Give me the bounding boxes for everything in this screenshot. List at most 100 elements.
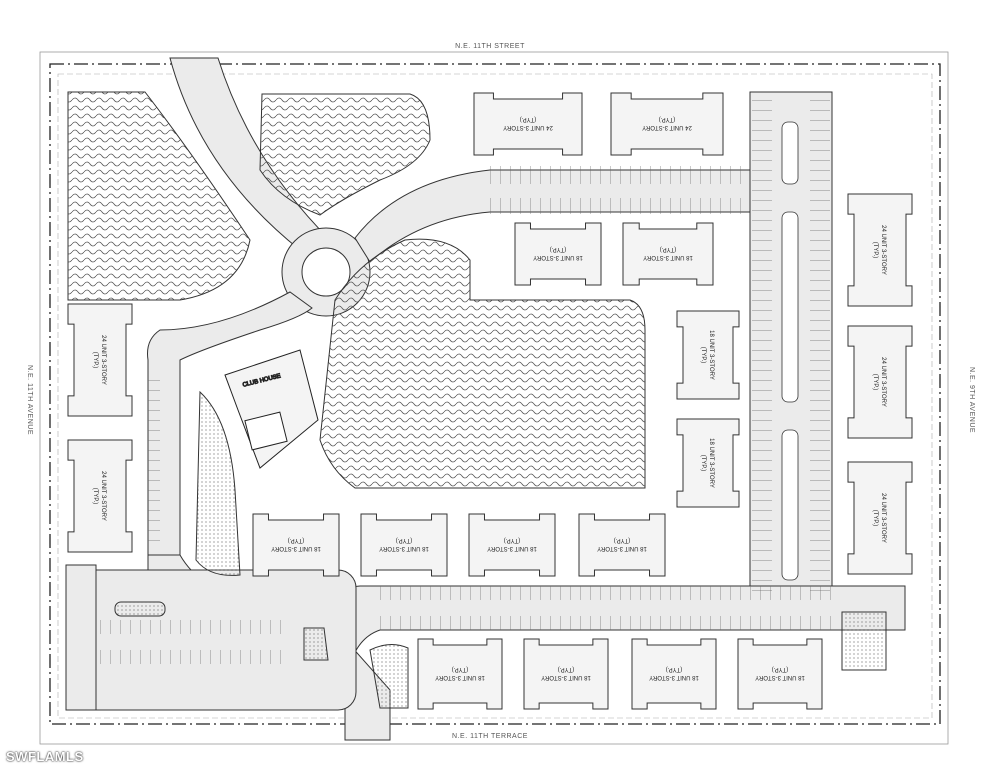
clubhouse: CLUB HOUSE bbox=[224, 349, 319, 469]
property-line-outer bbox=[39, 51, 949, 745]
building-type-label: (TYP.) bbox=[520, 116, 537, 122]
building-footprint bbox=[676, 418, 740, 508]
west-spine bbox=[65, 564, 97, 711]
building-label: 18 UNIT 3-STORY bbox=[271, 545, 321, 551]
green-north bbox=[259, 93, 431, 216]
building-6: 18 UNIT 3-STORY(TYP.) bbox=[676, 418, 740, 508]
building-footprint bbox=[610, 92, 724, 156]
building-19: 18 UNIT 3-STORY (TYP.) bbox=[737, 638, 823, 710]
building-label: 18 UNIT 3-STORY bbox=[379, 545, 429, 551]
building-type-label: (TYP.) bbox=[452, 666, 469, 672]
building-label: 18 UNIT 3-STORY bbox=[708, 330, 714, 380]
dotted-south-a bbox=[303, 627, 329, 661]
building-label: 18 UNIT 3-STORY bbox=[541, 674, 591, 680]
street-label-south: N.E. 11TH TERRACE bbox=[452, 733, 528, 740]
building-18: 18 UNIT 3-STORY (TYP.) bbox=[631, 638, 717, 710]
building-11: 24 UNIT 3-STORY(TYP.) bbox=[847, 461, 913, 575]
building-10: 24 UNIT 3-STORY(TYP.) bbox=[847, 325, 913, 439]
building-type-label: (TYP.) bbox=[700, 455, 706, 472]
building-5: 18 UNIT 3-STORY(TYP.) bbox=[676, 310, 740, 400]
building-type-label: (TYP.) bbox=[504, 537, 521, 543]
building-label: 24 UNIT 3-STORY bbox=[503, 124, 553, 130]
building-footprint bbox=[676, 310, 740, 400]
building-footprint bbox=[417, 638, 503, 710]
building-footprint bbox=[523, 638, 609, 710]
stalls-sw-a bbox=[100, 620, 290, 634]
building-type-label: (TYP.) bbox=[614, 537, 631, 543]
building-label: 18 UNIT 3-STORY bbox=[435, 674, 485, 680]
building-footprint bbox=[67, 303, 133, 417]
median-3 bbox=[781, 429, 799, 581]
clubhouse-building bbox=[224, 349, 319, 469]
building-17: 18 UNIT 3-STORY (TYP.) bbox=[523, 638, 609, 710]
building-2: 24 UNIT 3-STORY (TYP.) bbox=[610, 92, 724, 156]
building-footprint bbox=[514, 222, 602, 286]
building-15: 18 UNIT 3-STORY (TYP.) bbox=[578, 513, 666, 577]
building-label: 18 UNIT 3-STORY bbox=[649, 674, 699, 680]
building-type-label: (TYP.) bbox=[659, 116, 676, 122]
building-type-label: (TYP.) bbox=[666, 666, 683, 672]
green-northwest bbox=[67, 91, 251, 301]
building-footprint bbox=[847, 193, 913, 307]
building-footprint bbox=[252, 513, 340, 577]
building-type-label: (TYP.) bbox=[396, 537, 413, 543]
building-footprint bbox=[67, 439, 133, 553]
stalls-south-a bbox=[380, 586, 840, 600]
building-type-label: (TYP.) bbox=[558, 666, 575, 672]
building-type-label: (TYP.) bbox=[872, 510, 878, 527]
building-label: 24 UNIT 3-STORY bbox=[100, 335, 106, 385]
building-type-label: (TYP.) bbox=[700, 347, 706, 364]
building-type-label: (TYP.) bbox=[660, 246, 677, 252]
building-footprint bbox=[622, 222, 714, 286]
roundabout-island bbox=[301, 247, 351, 297]
building-type-label: (TYP.) bbox=[288, 537, 305, 543]
building-label: 18 UNIT 3-STORY bbox=[597, 545, 647, 551]
building-label: 24 UNIT 3-STORY bbox=[100, 471, 106, 521]
building-footprint bbox=[847, 325, 913, 439]
building-footprint bbox=[578, 513, 666, 577]
buildings: 24 UNIT 3-STORY(TYP.)24 UNIT 3-STORY(TYP… bbox=[67, 92, 913, 710]
building-7: 24 UNIT 3-STORY(TYP.) bbox=[67, 303, 133, 417]
building-8: 24 UNIT 3-STORY(TYP.) bbox=[67, 439, 133, 553]
dotted-west bbox=[195, 390, 241, 576]
east-medians bbox=[781, 121, 799, 581]
building-9: 24 UNIT 3-STORY(TYP.) bbox=[847, 193, 913, 307]
building-16: 18 UNIT 3-STORY (TYP.) bbox=[417, 638, 503, 710]
building-footprint bbox=[473, 92, 583, 156]
building-label: 24 UNIT 3-STORY bbox=[642, 124, 692, 130]
building-3: 18 UNIT 3-STORY(TYP.) bbox=[514, 222, 602, 286]
stalls-east-b bbox=[810, 100, 830, 600]
building-type-label: (TYP.) bbox=[92, 488, 98, 505]
building-label: 18 UNIT 3-STORY bbox=[755, 674, 805, 680]
building-type-label: (TYP.) bbox=[92, 352, 98, 369]
building-type-label: (TYP.) bbox=[872, 242, 878, 259]
building-4: 18 UNIT 3-STORY(TYP.) bbox=[622, 222, 714, 286]
stalls-south-b bbox=[380, 616, 840, 630]
watermark: SWFLAMLS bbox=[6, 749, 84, 764]
building-label: 18 UNIT 3-STORY bbox=[533, 254, 583, 260]
building-type-label: (TYP.) bbox=[772, 666, 789, 672]
building-label: 24 UNIT 3-STORY bbox=[880, 357, 886, 407]
building-14: 18 UNIT 3-STORY (TYP.) bbox=[468, 513, 556, 577]
median-1 bbox=[781, 121, 799, 185]
building-label: 24 UNIT 3-STORY bbox=[880, 225, 886, 275]
street-label-north: N.E. 11TH STREET bbox=[455, 43, 525, 50]
stalls-north-row bbox=[490, 166, 750, 184]
street-label-east: N.E. 9TH AVENUE bbox=[968, 367, 975, 433]
street-label-west: N.E. 11TH AVENUE bbox=[26, 365, 33, 435]
stalls-north-row-2 bbox=[490, 198, 750, 214]
building-footprint bbox=[468, 513, 556, 577]
building-13: 18 UNIT 3-STORY (TYP.) bbox=[360, 513, 448, 577]
building-footprint bbox=[631, 638, 717, 710]
building-footprint bbox=[847, 461, 913, 575]
dotted-south-b bbox=[369, 644, 409, 709]
property-line bbox=[49, 63, 941, 725]
stalls-sw-b bbox=[100, 650, 290, 664]
green-areas bbox=[67, 91, 887, 709]
stalls-east-a bbox=[752, 100, 772, 600]
building-footprint bbox=[737, 638, 823, 710]
stalls-west bbox=[148, 380, 160, 550]
building-footprint bbox=[360, 513, 448, 577]
building-label: 18 UNIT 3-STORY bbox=[487, 545, 537, 551]
